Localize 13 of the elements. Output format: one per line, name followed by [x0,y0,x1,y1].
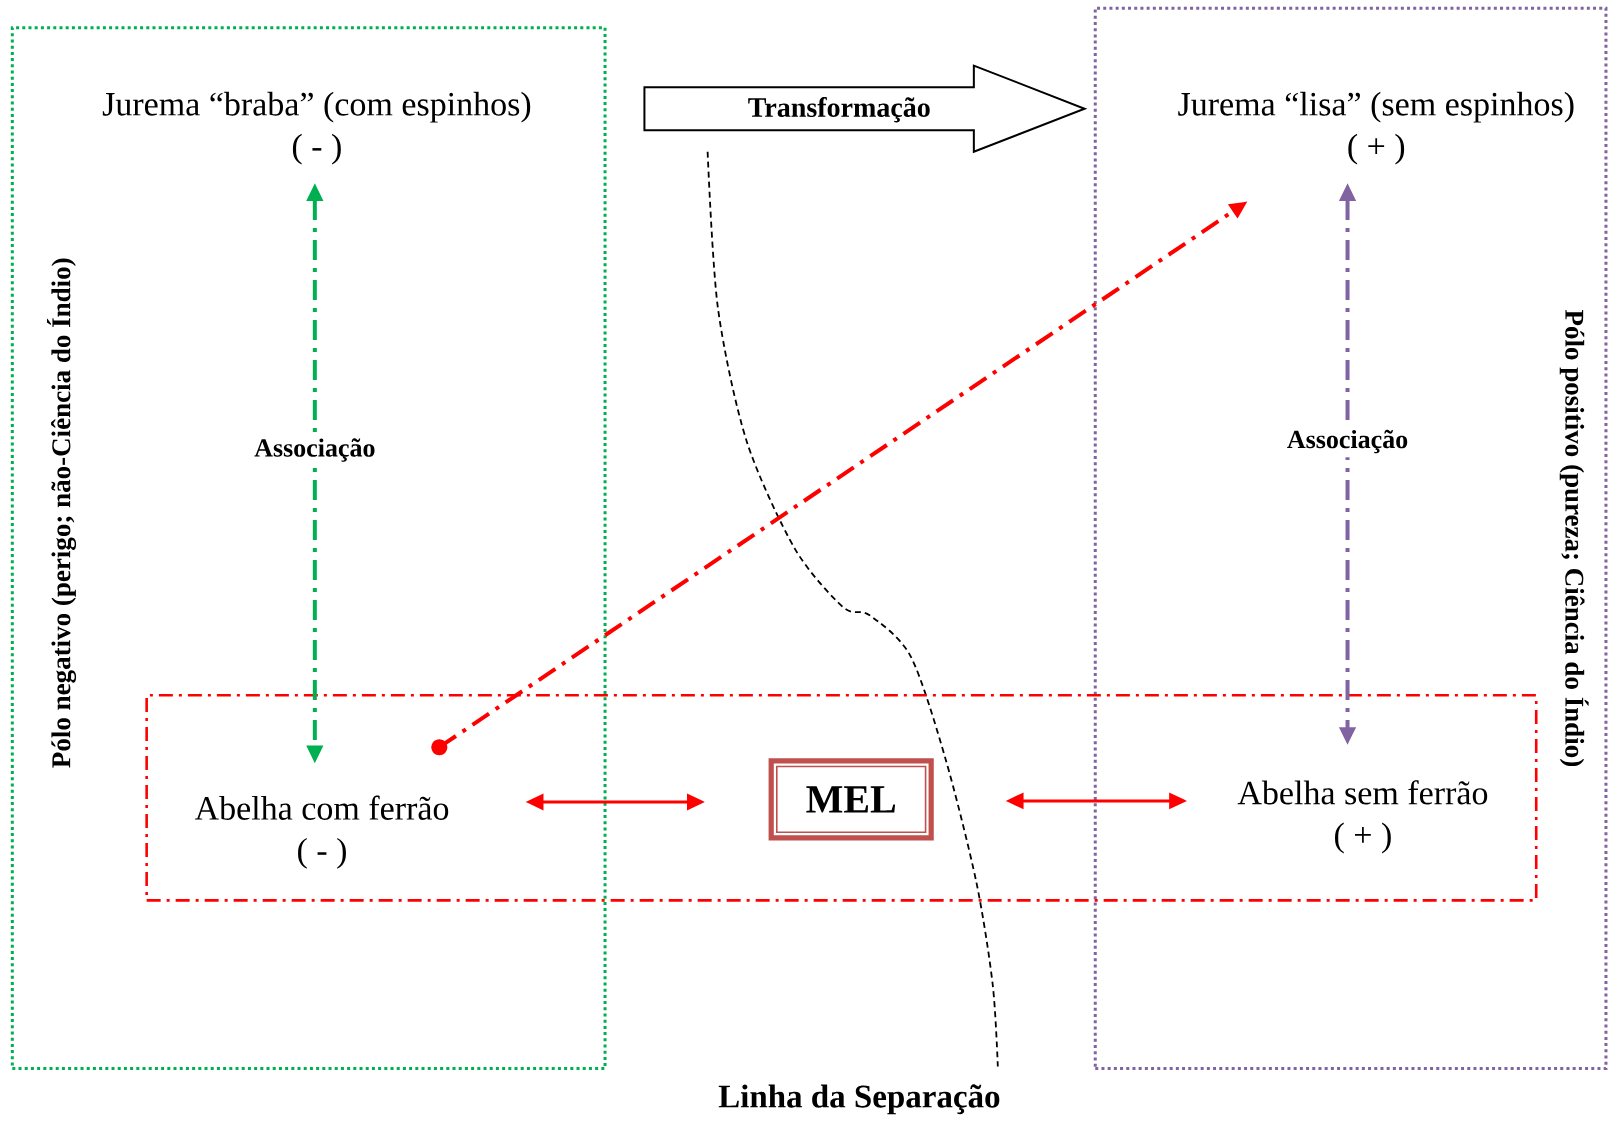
text-label: Abelha com ferrão ( - ) [194,795,449,869]
block-arrow [643,64,1088,154]
side-label: Pólo positivo (pureza; Ciência do Índio) [1559,309,1589,767]
line-label: Linha da Separação [718,1084,1000,1115]
edge-label: Associação [1282,425,1413,458]
text-label: Jurema “lisa” (sem espinhos) ( + ) [1178,91,1574,165]
dash-dot-frame [145,694,1538,902]
edge-label: Associação [250,434,380,466]
edge-label: Transformação [748,96,930,123]
honey-box: MEL [768,758,934,841]
text-label: Abelha sem ferrão ( + ) [1237,780,1488,854]
side-label: Pólo negativo (perigo; não-Ciência do Índio) [47,258,77,768]
text-label: Jurema “braba” (com espinhos) ( - ) [102,91,531,165]
